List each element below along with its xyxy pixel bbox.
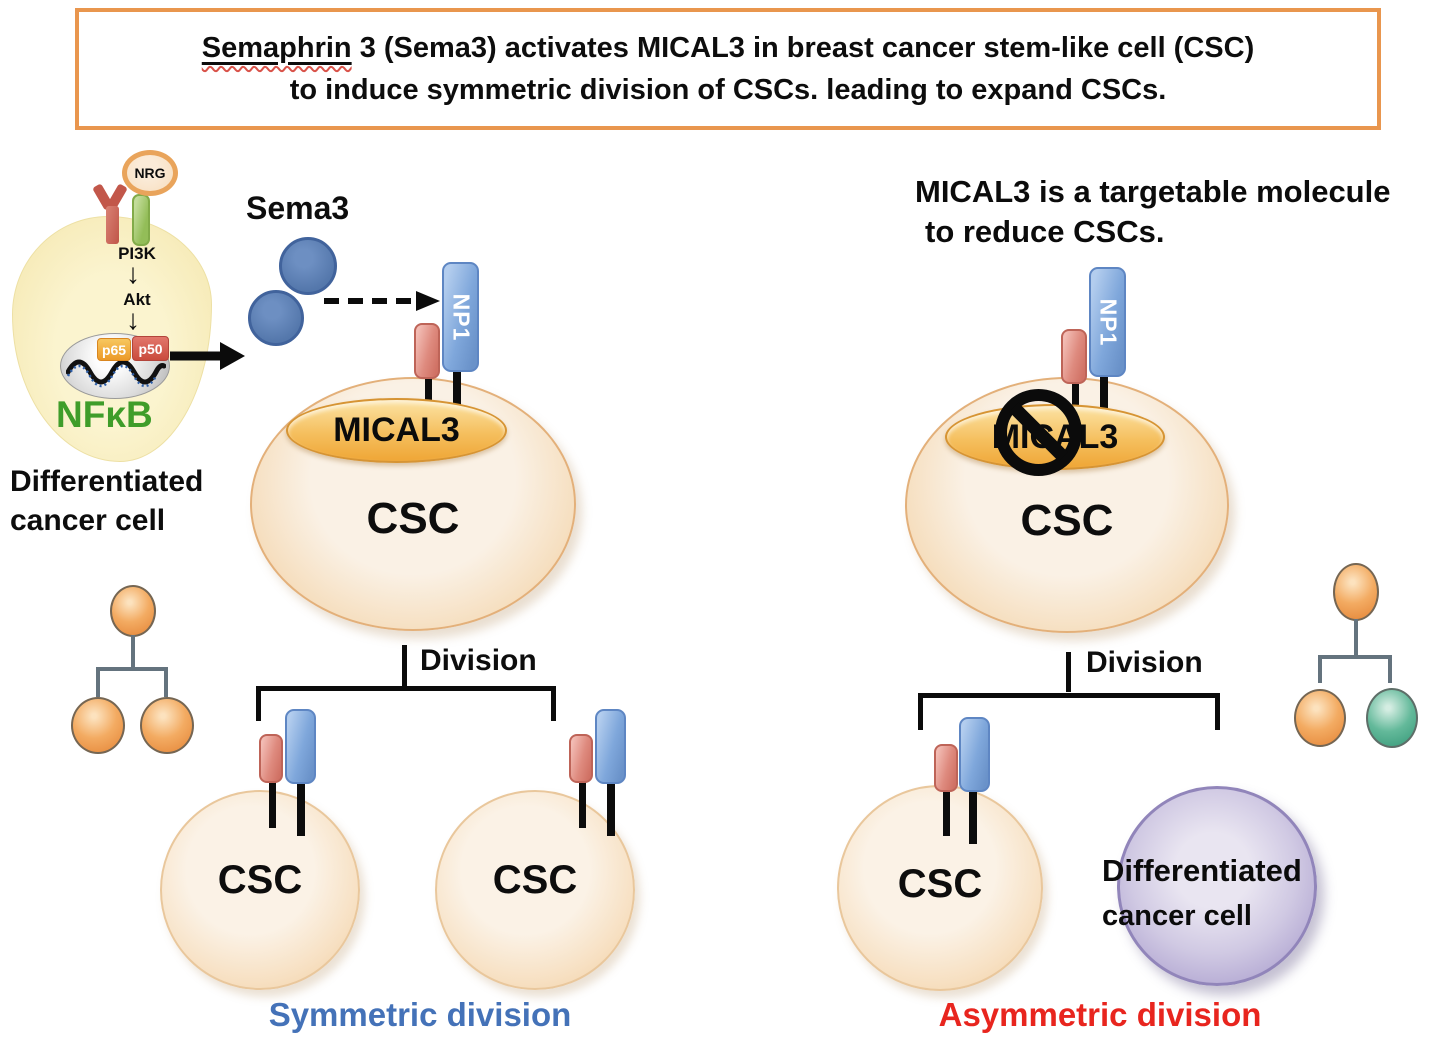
sema3-molecule-icon	[279, 237, 337, 295]
stem-cell-dot	[1294, 689, 1346, 747]
stem-cell-dot	[110, 585, 156, 637]
down-arrow-icon: ↓	[126, 258, 140, 289]
division-label-left: Division	[420, 644, 537, 677]
csc-label: CSC	[217, 858, 303, 902]
right-header: MICAL3 is a targetable molecule to reduc…	[915, 174, 1391, 250]
differentiated-cell	[1117, 786, 1317, 986]
title-line-2: to induce symmetric division of CSCs. le…	[289, 73, 1167, 106]
erbb-receptor-icon	[106, 206, 119, 244]
np1-receptor-icon	[595, 709, 626, 784]
division-bracket-left	[256, 686, 556, 721]
daughter-csc-cell	[837, 785, 1043, 991]
csc-label: CSC	[492, 858, 578, 902]
division-tick	[402, 645, 407, 687]
tree-bracket	[96, 667, 168, 697]
prohibition-icon	[995, 389, 1082, 476]
division-tick	[1066, 652, 1071, 692]
np1-receptor: NP1	[442, 262, 479, 372]
dna-icon	[66, 359, 166, 388]
receptor-stem	[579, 776, 586, 828]
np1-receptor: NP1	[1089, 267, 1126, 377]
csc-label: CSC	[1020, 496, 1114, 545]
asymmetric-division-label: Asymmetric division	[938, 996, 1262, 1033]
nrg-ligand: NRG	[122, 150, 178, 196]
receptor-stem	[943, 786, 950, 836]
receptor-stem	[1072, 380, 1079, 422]
csc-label: CSC	[897, 862, 983, 906]
differentiated-cell-dot	[1366, 688, 1418, 748]
receptor-stem	[969, 780, 977, 844]
differentiated-cell-left-label: Differentiated cancer cell	[10, 465, 204, 537]
her-receptor-icon	[132, 194, 150, 246]
stem-cell-dot	[71, 697, 125, 754]
akt-label: Akt	[123, 290, 151, 309]
stem-cell-dot	[140, 697, 194, 754]
p50-subunit: p50	[132, 336, 169, 361]
sema3-label: Sema3	[246, 190, 350, 226]
p65-subunit: p65	[97, 338, 131, 361]
plexin-receptor-icon	[934, 744, 958, 792]
plexin-receptor-icon	[569, 734, 593, 783]
title-box: Semaphrin 3 (Sema3) activates MICAL3 in …	[75, 8, 1381, 130]
symmetric-division-label: Symmetric division	[268, 996, 572, 1033]
differentiated-cell-label: Differentiated cancer cell	[1102, 853, 1302, 932]
down-arrow-icon: ↓	[126, 304, 140, 335]
division-bracket-right	[918, 693, 1220, 730]
pi3k-label: PI3K	[118, 244, 156, 263]
csc-label: CSC	[366, 494, 460, 543]
np1-receptor-icon	[959, 717, 990, 792]
receptor-stem	[425, 374, 432, 418]
plexin-receptor-icon	[259, 734, 283, 783]
dashed-arrow-icon	[324, 291, 440, 311]
stem-cell-dot	[1333, 563, 1379, 621]
receptor-stem	[453, 368, 461, 420]
daughter-csc-cell	[160, 790, 360, 990]
tree-stem-line	[131, 635, 135, 669]
tree-bracket	[1318, 655, 1392, 683]
title-line-1: Semaphrin 3 (Sema3) activates MICAL3 in …	[201, 31, 1255, 64]
tree-stem-line	[1354, 619, 1358, 657]
arrow-right-icon	[170, 342, 245, 370]
title-underlined-word: Semaphrin	[201, 31, 352, 64]
receptor-stem	[1100, 373, 1108, 425]
daughter-csc-cell	[435, 790, 635, 990]
receptor-stem	[607, 770, 615, 836]
sema3-molecule-icon	[248, 290, 304, 346]
np1-receptor-icon	[285, 709, 316, 784]
nfkb-label: NFκB	[56, 394, 153, 435]
receptor-stem	[297, 770, 305, 836]
division-label-right: Division	[1086, 646, 1203, 679]
plexin-receptor-icon	[1061, 329, 1087, 384]
mical3-badge: MICAL3	[286, 398, 507, 463]
receptor-stem	[269, 776, 276, 828]
plexin-receptor-icon	[414, 323, 440, 379]
